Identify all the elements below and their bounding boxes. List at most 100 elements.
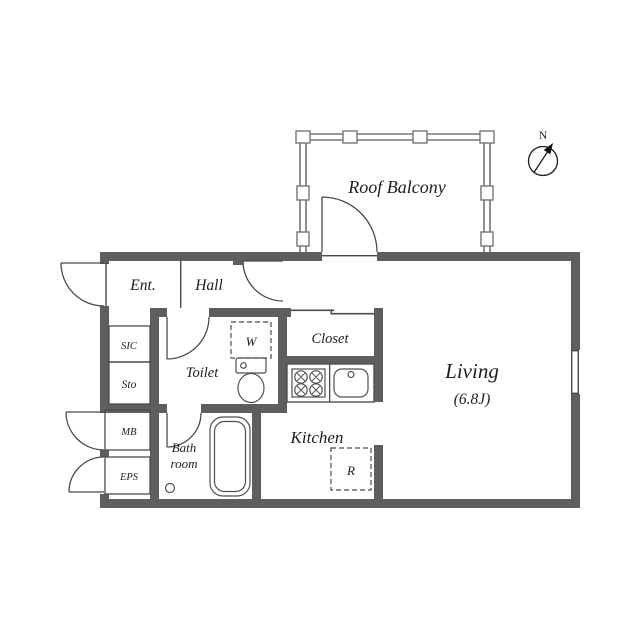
wall-top-right — [377, 252, 580, 261]
wall-closet-bottom — [287, 356, 374, 364]
entrance-door-arc — [60, 262, 105, 307]
stove — [291, 368, 326, 398]
entrance-hall-step-line — [180, 261, 182, 308]
roof-balcony-label: Roof Balcony — [347, 177, 445, 197]
eps-label: EPS — [119, 472, 139, 483]
bathroom-label-line1: Bath — [172, 440, 197, 455]
wall-right-upper — [571, 252, 580, 350]
bathtub-inner — [213, 420, 247, 493]
wall-left-lower-corner — [100, 494, 109, 508]
kitchen-label: Kitchen — [290, 428, 344, 447]
wall-hall-bottom-right — [209, 308, 291, 317]
stove-burner — [294, 383, 308, 397]
living-label: Living — [444, 359, 499, 383]
fixtures — [164, 357, 375, 497]
eps-box — [104, 456, 151, 495]
stove-burner — [309, 383, 323, 397]
living-window-line — [571, 350, 573, 394]
wall-right-lower — [571, 394, 580, 508]
hall-door-arc — [242, 260, 284, 302]
balcony-post — [412, 130, 428, 144]
compass-circle — [527, 145, 559, 177]
wall-hall-door-pillar — [233, 252, 243, 265]
closet-sliding-door-line — [331, 312, 374, 315]
eps-door — [68, 456, 105, 493]
bath-door — [166, 412, 202, 448]
bathtub-outer — [209, 416, 251, 497]
balcony-post — [296, 185, 310, 201]
wall-bath-top-right — [201, 404, 287, 413]
compass-needle — [533, 150, 549, 173]
bath-door-arc — [166, 412, 202, 448]
compass: N — [527, 130, 559, 177]
stove-grate-marks — [296, 372, 321, 395]
wall-top-left — [100, 252, 322, 261]
balcony-post — [296, 231, 310, 247]
toilet-flush-knob — [240, 362, 247, 369]
roof-balcony: Roof Balcony — [295, 130, 495, 252]
eps-door-arc — [68, 456, 105, 493]
counter-divider — [329, 364, 331, 402]
toilet-door-arc — [166, 316, 210, 360]
balcony-post — [480, 231, 494, 247]
wall-kitchen-right — [374, 445, 383, 499]
windows — [105, 255, 579, 394]
washer-label: W — [246, 334, 258, 349]
living-window-line — [577, 350, 579, 394]
meter-box-label: MB — [120, 427, 137, 438]
mb-door-arc — [65, 411, 105, 451]
refrigerator-label: R — [346, 463, 355, 478]
balcony-post — [295, 130, 311, 144]
hall-door — [242, 260, 284, 302]
entrance-door — [60, 262, 105, 307]
kitchen-sink — [333, 368, 369, 398]
entrance-label: Ent. — [129, 277, 155, 294]
stove-burner — [294, 370, 308, 384]
toilet-label: Toilet — [186, 365, 219, 381]
wall-toilet-right — [278, 308, 287, 408]
balcony-post — [479, 130, 495, 144]
doors — [60, 196, 378, 493]
balcony-door-arc — [321, 196, 378, 253]
toilet-bowl — [237, 372, 265, 404]
bathroom-label-line2: room — [171, 456, 198, 471]
wall-closet-right — [374, 308, 383, 402]
sink-faucet-icon — [347, 370, 355, 379]
walls — [100, 252, 580, 508]
storage-label: Sto — [122, 379, 137, 391]
entrance-threshold — [105, 263, 107, 306]
hall-label: Hall — [194, 277, 223, 294]
wall-service-column — [150, 308, 159, 499]
refrigerator-space-box — [330, 447, 372, 491]
storage-box — [108, 361, 151, 405]
labels: Ent. Hall SIC Sto MB EPS Toilet W Closet… — [119, 277, 499, 483]
sic-label: SIC — [121, 341, 138, 352]
closet-label: Closet — [311, 331, 349, 347]
balcony-door-threshold — [322, 255, 377, 257]
wall-left-between-mb-eps — [100, 450, 109, 457]
wall-bottom — [100, 499, 580, 508]
compass-north-label: N — [539, 130, 548, 142]
balcony-post — [480, 185, 494, 201]
mb-door — [65, 411, 105, 451]
toilet-door — [166, 316, 210, 360]
living-area-label: (6.8J) — [454, 391, 491, 408]
living-window-cap — [571, 350, 579, 352]
closet-sliding-door-tick — [330, 309, 333, 315]
toilet-fixture — [235, 357, 267, 404]
storage-boxes — [104, 309, 374, 495]
balcony-door — [321, 196, 378, 253]
living-window-cap — [571, 392, 579, 394]
compass-arrow-icon — [543, 143, 553, 155]
bath-drain-icon — [164, 482, 176, 494]
wall-left-upper-corner — [100, 252, 109, 264]
closet-sliding-door-line — [291, 309, 334, 312]
wall-left-mid — [100, 306, 109, 410]
wall-bath-top-left — [100, 404, 167, 413]
stove-burner — [309, 370, 323, 384]
balcony-post — [342, 130, 358, 144]
bathtub — [209, 416, 251, 497]
